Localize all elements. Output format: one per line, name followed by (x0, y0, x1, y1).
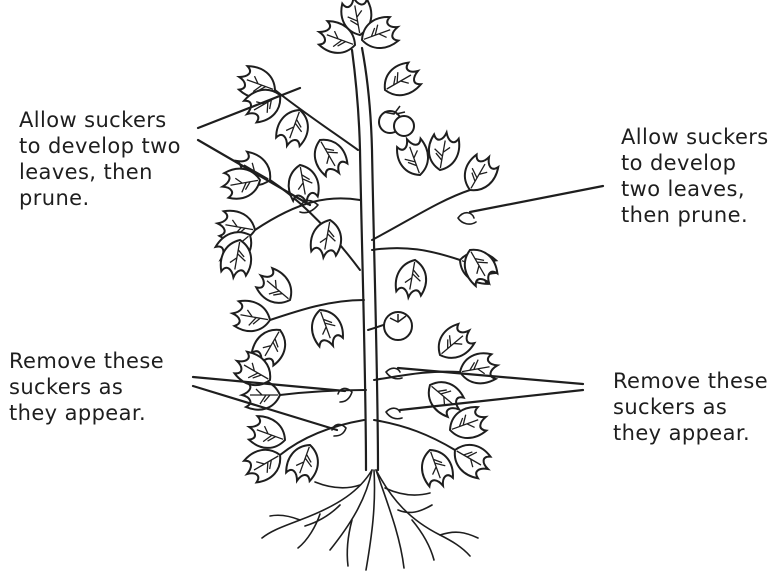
pointer-tr (470, 186, 603, 212)
label-allow-suckers-right: Allow suckers to develop two leaves, the… (621, 124, 769, 228)
label-line: suckers as (613, 394, 768, 420)
label-line: Allow suckers (19, 107, 181, 133)
label-remove-suckers-right: Remove these suckers as they appear. (613, 368, 768, 446)
label-line: Allow suckers (621, 124, 769, 150)
label-line: prune. (19, 185, 181, 211)
label-line: to develop (621, 150, 769, 176)
label-remove-suckers-left: Remove these suckers as they appear. (9, 348, 164, 426)
label-line: they appear. (613, 420, 768, 446)
label-line: to develop two (19, 133, 181, 159)
pointer-br-2 (400, 390, 583, 410)
label-line: then prune. (621, 202, 769, 228)
roots (262, 470, 478, 570)
label-line: they appear. (9, 400, 164, 426)
label-line: leaves, then (19, 159, 181, 185)
label-line: Remove these (9, 348, 164, 374)
main-stem (352, 48, 378, 470)
label-line: suckers as (9, 374, 164, 400)
label-allow-suckers-left: Allow suckers to develop two leaves, the… (19, 107, 181, 211)
leaves (211, 0, 502, 491)
label-line: Remove these (613, 368, 768, 394)
label-line: two leaves, (621, 176, 769, 202)
tomato-upper-2 (394, 116, 414, 136)
